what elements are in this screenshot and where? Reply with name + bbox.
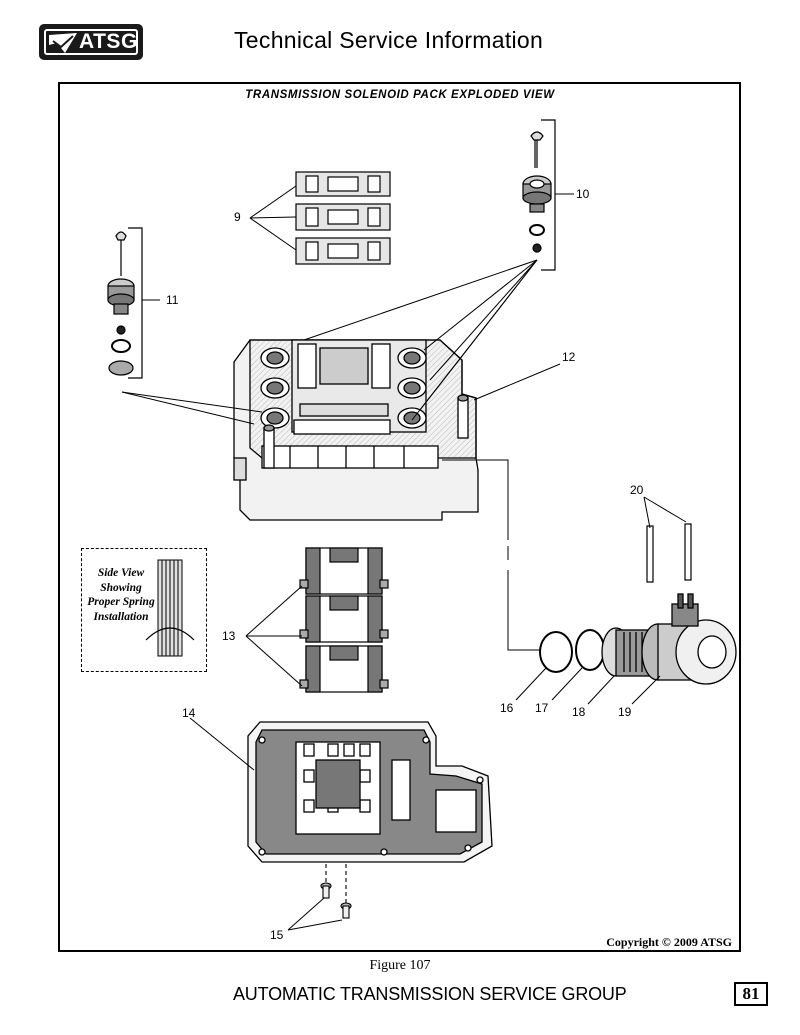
diagram-frame (58, 82, 741, 952)
callout-16: 16 (500, 701, 514, 715)
terminals (646, 523, 692, 583)
callout-10: 10 (576, 187, 590, 201)
callout-12: 12 (562, 350, 576, 364)
side-view-note-box (81, 548, 207, 672)
leader-lines-15 (287, 897, 343, 931)
callout-19: 19 (618, 705, 632, 719)
callout-18: 18 (572, 705, 586, 719)
logo-text: ATSG (79, 30, 138, 53)
solenoid-valve-11 (107, 231, 135, 376)
filter-screens (295, 171, 391, 265)
page-number: 81 (734, 982, 768, 1006)
side-view-note-text: Side View Showing Proper Spring Installa… (87, 567, 155, 623)
bolts (320, 864, 352, 919)
callout-11: 11 (166, 293, 179, 307)
leader-lines-9 (249, 185, 297, 251)
leader-lines-10-11-12 (121, 259, 561, 540)
spring-retainers (299, 547, 389, 693)
footer-text: AUTOMATIC TRANSMISSION SERVICE GROUP (233, 984, 627, 1004)
spring-side-view (145, 559, 195, 657)
copyright-text: Copyright © 2009 ATSG (606, 935, 732, 949)
separator-plate (247, 721, 493, 863)
logo-border (44, 29, 138, 55)
callout-13: 13 (222, 629, 236, 643)
logo-checkmark-icon (49, 33, 77, 53)
page-title: Technical Service Information (234, 27, 544, 53)
solenoid-valve-10 (522, 131, 552, 253)
callout-15: 15 (270, 928, 284, 942)
callout-20: 20 (630, 483, 644, 497)
atsg-logo: ATSG (39, 24, 143, 60)
callout-9: 9 (234, 210, 241, 224)
valve-body-housing (233, 339, 479, 521)
callout-14: 14 (182, 706, 196, 720)
callout-17: 17 (535, 701, 549, 715)
figure-caption: Figure 107 (369, 958, 431, 973)
leader-lines-13 (245, 585, 303, 687)
solenoid-assembly (539, 593, 737, 685)
diagram-title: TRANSMISSION SOLENOID PACK EXPLODED VIEW (245, 89, 555, 101)
leader-lines-16-20 (515, 496, 687, 705)
